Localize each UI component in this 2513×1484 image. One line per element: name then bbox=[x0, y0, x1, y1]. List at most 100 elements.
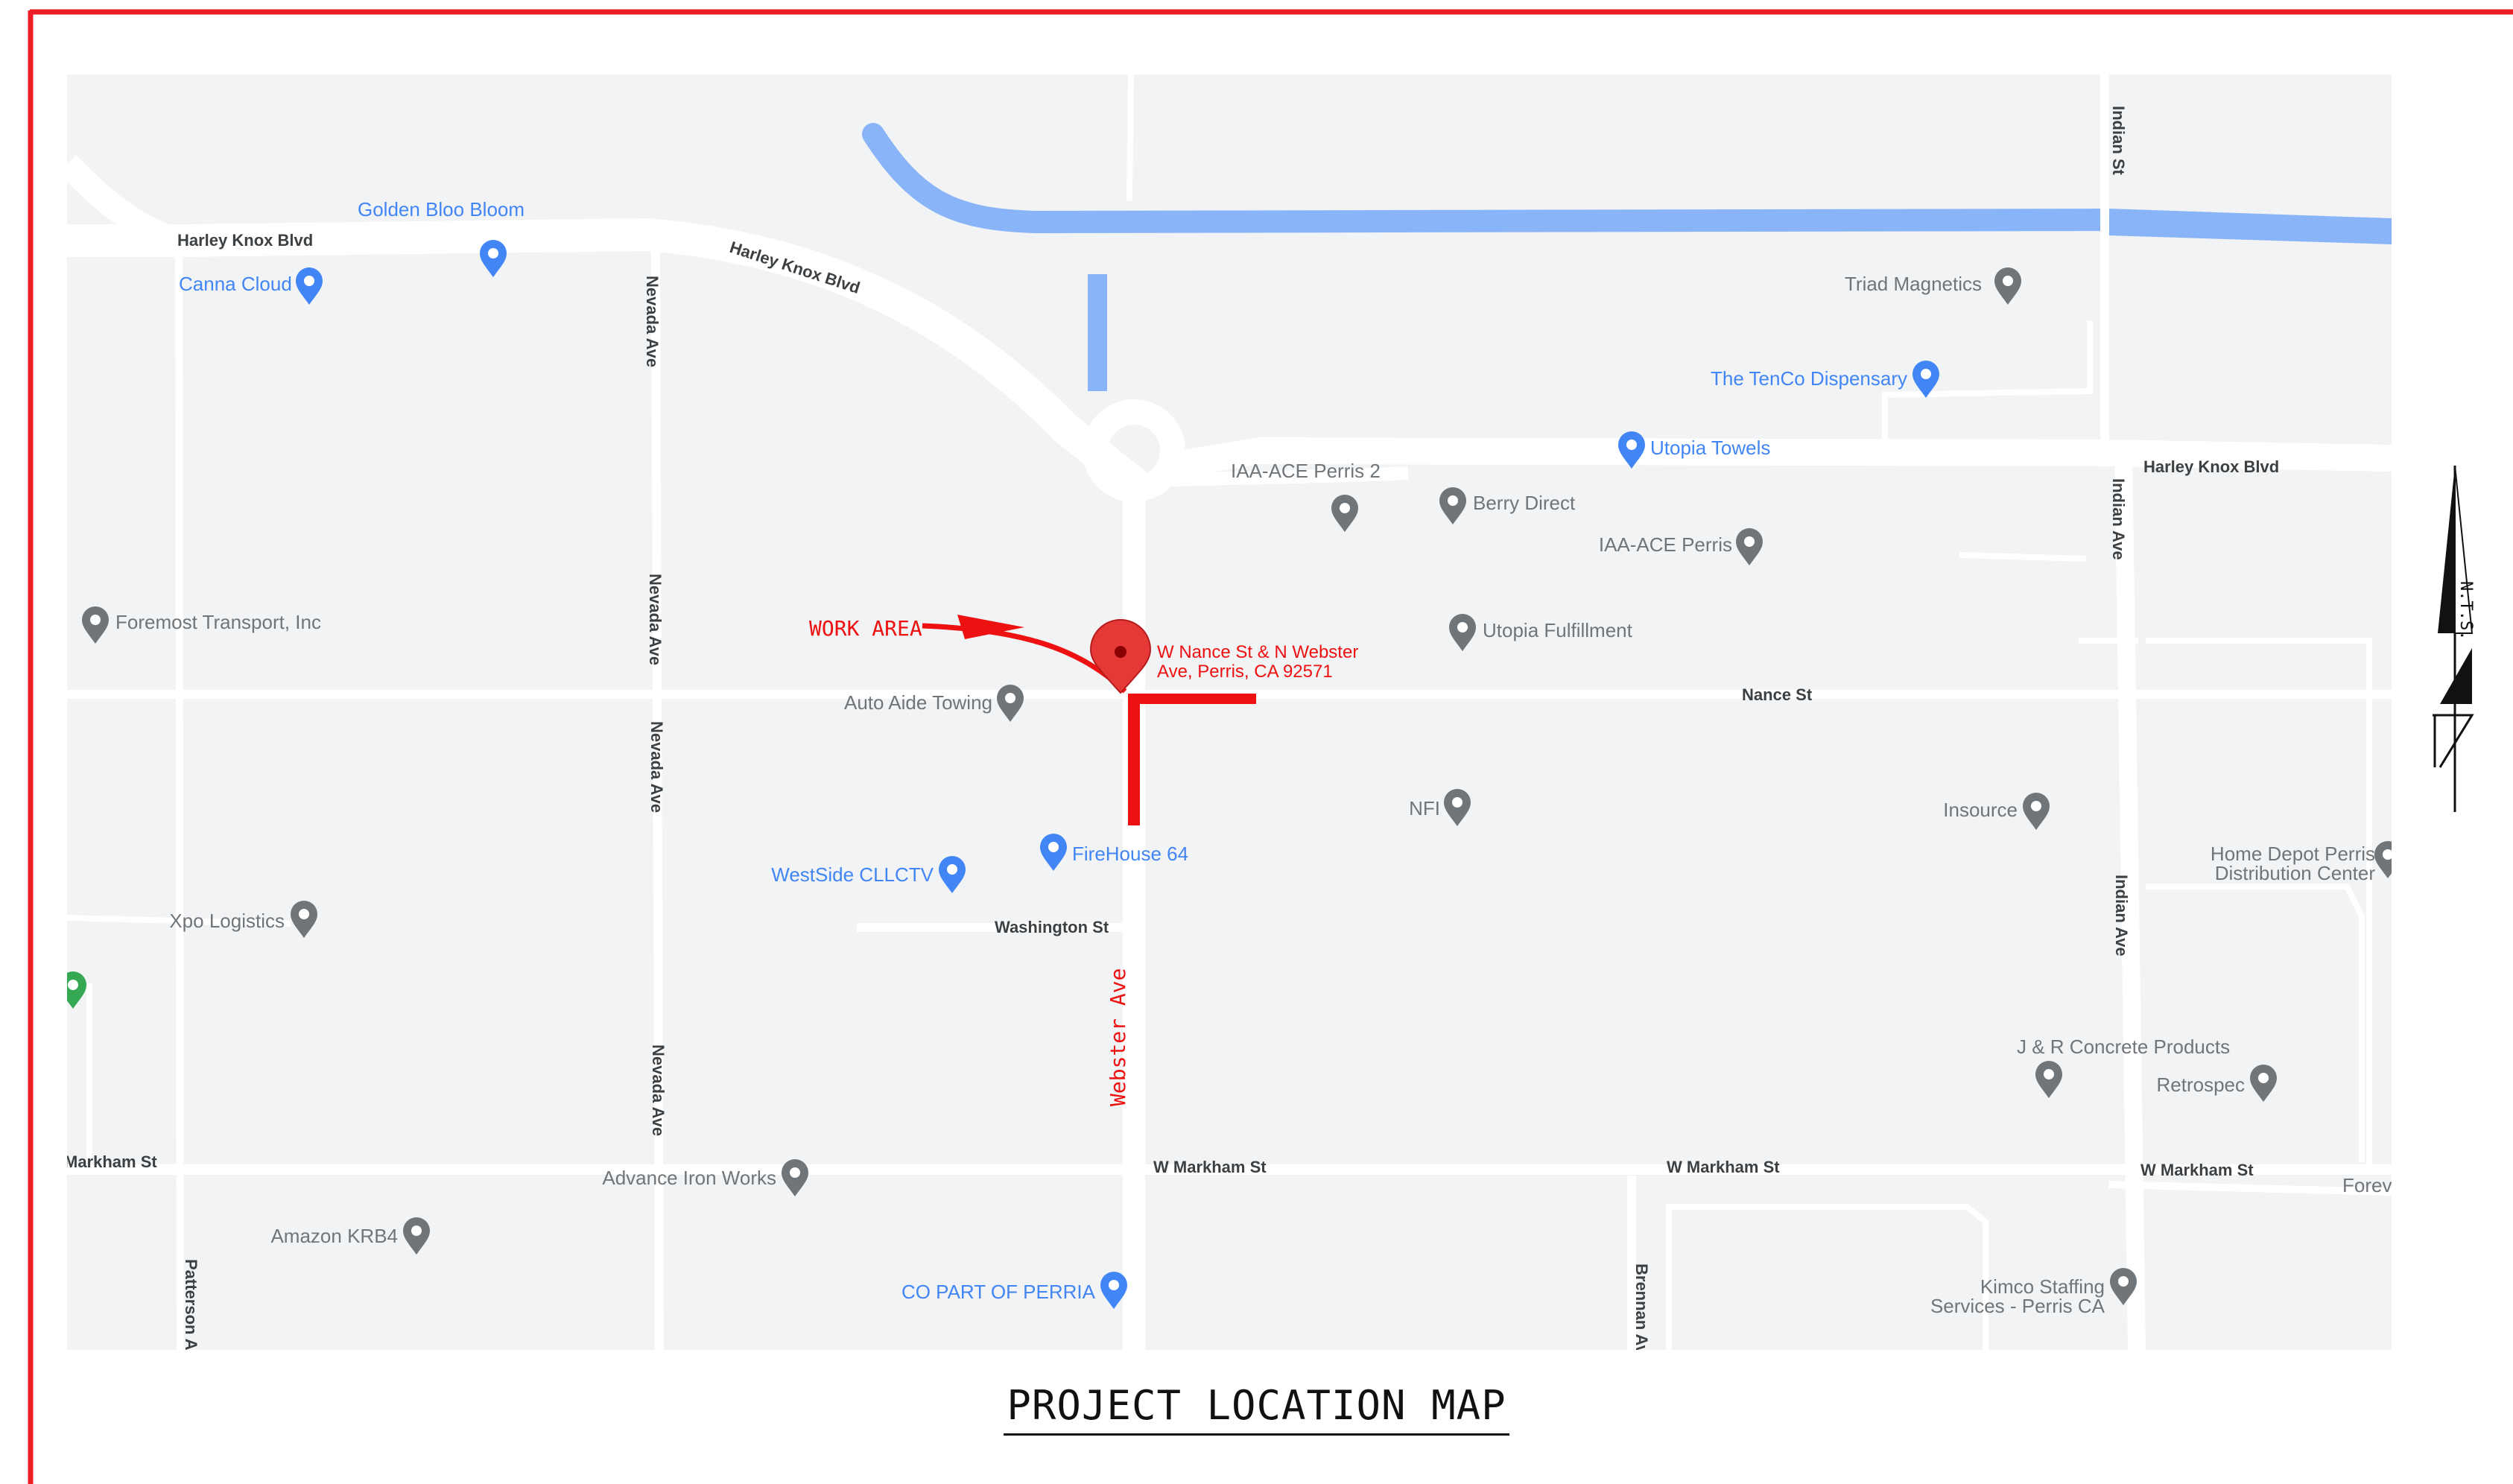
poi-pin-firehouse-dot bbox=[1048, 842, 1059, 852]
water-features bbox=[862, 123, 2392, 391]
poi-label-berry-direct: Berry Direct bbox=[1473, 492, 1576, 514]
street-label-nance-st: Nance St bbox=[1742, 685, 1813, 704]
poi-label-utopia-towels: Utopia Towels bbox=[1650, 437, 1770, 459]
road-east-loop bbox=[2146, 638, 2372, 1170]
poi-label-iaa-ace-2: IAA-ACE Perris 2 bbox=[1231, 460, 1381, 482]
road-iaa-drive bbox=[1959, 552, 2087, 562]
road-patterson bbox=[175, 245, 184, 1350]
work-area-street-label: Webster Ave bbox=[1106, 968, 1130, 1106]
poi-pin-insource-dot bbox=[2031, 801, 2041, 811]
poi-label-xpo: Xpo Logistics bbox=[169, 910, 285, 932]
poi-pin-golden-bloo-dot bbox=[488, 248, 498, 259]
north-arrow-n-mark bbox=[2440, 648, 2472, 704]
road-harley-knox-west bbox=[67, 218, 1150, 501]
poi-label-home-depot-2: Distribution Center bbox=[2215, 862, 2376, 884]
map-title: PROJECT LOCATION MAP bbox=[1004, 1382, 1509, 1436]
poi-label-utopia-fulfillment: Utopia Fulfillment bbox=[1483, 619, 1633, 641]
poi-label-amazon: Amazon KRB4 bbox=[270, 1225, 398, 1247]
street-label-patterson: Patterson A bbox=[182, 1259, 200, 1351]
poi-label-and-services: and Services bbox=[183, 59, 286, 79]
poi-label-insource: Insource bbox=[1943, 799, 2018, 821]
poi-pin-westside-dot bbox=[947, 864, 957, 875]
poi-pin-tenco-dot bbox=[1921, 369, 1931, 379]
work-area-overlay: WORK AREA W Nance St & N Webster Ave, Pe… bbox=[809, 615, 1358, 1106]
poi-pin-retrospec-dot bbox=[2258, 1073, 2269, 1083]
poi-pin-iaa-ace-dot bbox=[1744, 536, 1755, 547]
street-label-markham-2: W Markham St bbox=[1667, 1158, 1780, 1176]
poi-pin-jr-concrete-dot bbox=[2044, 1069, 2054, 1079]
street-label-indian-ave-2: Indian Ave bbox=[2112, 875, 2131, 957]
poi-pin-utopia-fulfillment-dot bbox=[1457, 622, 1468, 632]
street-label-indian-st: Indian St bbox=[2109, 106, 2128, 176]
road-network bbox=[67, 74, 2392, 1350]
poi-label-co-part: CO PART OF PERRIA bbox=[901, 1281, 1096, 1303]
poi-label-tenco: The TenCo Dispensary bbox=[1711, 367, 1907, 390]
work-area-arrowhead bbox=[957, 615, 1024, 639]
work-area-address-line1: W Nance St & N Webster bbox=[1157, 642, 1358, 662]
canal-north bbox=[862, 123, 2392, 241]
road-harley-stub bbox=[67, 236, 127, 251]
poi-label-kimco-2: Services - Perris CA bbox=[1930, 1295, 2105, 1317]
poi-pin-home-depot-dot bbox=[2383, 849, 2392, 860]
street-label-washington-st: Washington St bbox=[995, 918, 1109, 936]
poi-pin-nfi-dot bbox=[1452, 797, 1463, 808]
poi-pin-auto-aide-dot bbox=[1005, 693, 1015, 703]
poi-label-golden-bloo: Golden Bloo Bloom bbox=[358, 198, 525, 221]
poi-label-kimco-1: Kimco Staffing bbox=[1980, 1275, 2105, 1298]
road-webster-north-stub bbox=[1126, 74, 1134, 202]
poi-pin-foremost-dot bbox=[90, 615, 101, 625]
road-iaa-access bbox=[1154, 466, 1409, 487]
poi-pin-co-part-dot bbox=[1109, 1280, 1119, 1290]
poi-labels: and Services Golden Bloo Bloom Canna Clo… bbox=[115, 59, 2392, 1317]
poi-label-auto-aide: Auto Aide Towing bbox=[844, 691, 992, 714]
road-harley-knox-east bbox=[1167, 437, 2392, 479]
poi-label-jr-concrete: J & R Concrete Products bbox=[2017, 1036, 2230, 1058]
street-label-harley-knox-w: Harley Knox Blvd bbox=[177, 231, 313, 250]
poi-label-canna-cloud: Canna Cloud bbox=[179, 273, 292, 295]
poi-label-westside: WestSide CLLCTV bbox=[771, 863, 934, 886]
poi-pins bbox=[67, 240, 2392, 1309]
street-label-markham-3: W Markham St bbox=[2140, 1161, 2254, 1179]
poi-pin-triad-dot bbox=[2003, 276, 2013, 286]
north-arrow: N.T.S. bbox=[2433, 465, 2475, 812]
road-south-loop bbox=[1666, 1204, 1988, 1350]
work-area-pin-dot bbox=[1115, 646, 1126, 658]
poi-label-foremost: Foremost Transport, Inc bbox=[115, 611, 321, 633]
poi-pin-berry-direct-dot bbox=[1448, 495, 1458, 506]
poi-label-firehouse: FireHouse 64 bbox=[1072, 843, 1188, 865]
north-arrow-nts-label: N.T.S. bbox=[2456, 581, 2475, 640]
map-title-block: PROJECT LOCATION MAP bbox=[0, 1382, 2513, 1436]
poi-label-home-depot-1: Home Depot Perris bbox=[2211, 843, 2375, 865]
poi-pin-kimco-dot bbox=[2118, 1276, 2129, 1287]
street-label-nevada-4: Nevada Ave bbox=[649, 1044, 668, 1136]
road-nw-diagonal bbox=[67, 154, 176, 251]
street-label-markham-w: Markham St bbox=[64, 1152, 157, 1171]
street-label-indian-ave-1: Indian Ave bbox=[2109, 478, 2128, 560]
work-area-address-line2: Ave, Perris, CA 92571 bbox=[1157, 662, 1333, 682]
poi-label-forev: Forev bbox=[2342, 1174, 2392, 1196]
location-map[interactable]: Harley Knox Blvd Harley Knox Blvd Harley… bbox=[60, 59, 2401, 1355]
street-label-markham-1: W Markham St bbox=[1153, 1158, 1267, 1176]
street-label-brennan: Brennan Av bbox=[1632, 1263, 1651, 1355]
poi-label-advance-iron: Advance Iron Works bbox=[602, 1167, 776, 1189]
poi-pin-canna-cloud-dot bbox=[304, 276, 314, 286]
poi-pin-iaa-ace-2-dot bbox=[1340, 503, 1350, 513]
road-tenco-drive bbox=[1882, 320, 2093, 447]
poi-label-retrospec: Retrospec bbox=[2157, 1074, 2246, 1096]
street-label-nevada-3: Nevada Ave bbox=[647, 721, 666, 813]
road-xpo-drive bbox=[67, 915, 291, 927]
road-indian-ave bbox=[2114, 446, 2146, 1350]
street-label-nevada-1: Nevada Ave bbox=[643, 276, 662, 367]
poi-pin-advance-iron-dot bbox=[790, 1167, 800, 1178]
poi-label-triad: Triad Magnetics bbox=[1845, 273, 1982, 295]
poi-pin-xpo-dot bbox=[299, 909, 309, 919]
north-arrow-head bbox=[2438, 466, 2455, 633]
poi-pin-green-stub-dot bbox=[68, 980, 78, 990]
poi-pin-utopia-towels-dot bbox=[1626, 440, 1637, 450]
poi-pin-amazon-dot bbox=[411, 1225, 422, 1236]
canal-branch bbox=[2104, 226, 2392, 244]
street-label-harley-knox-e: Harley Knox Blvd bbox=[2143, 457, 2279, 476]
poi-label-nfi: NFI bbox=[1409, 797, 1440, 819]
work-area-label: WORK AREA bbox=[809, 616, 922, 641]
